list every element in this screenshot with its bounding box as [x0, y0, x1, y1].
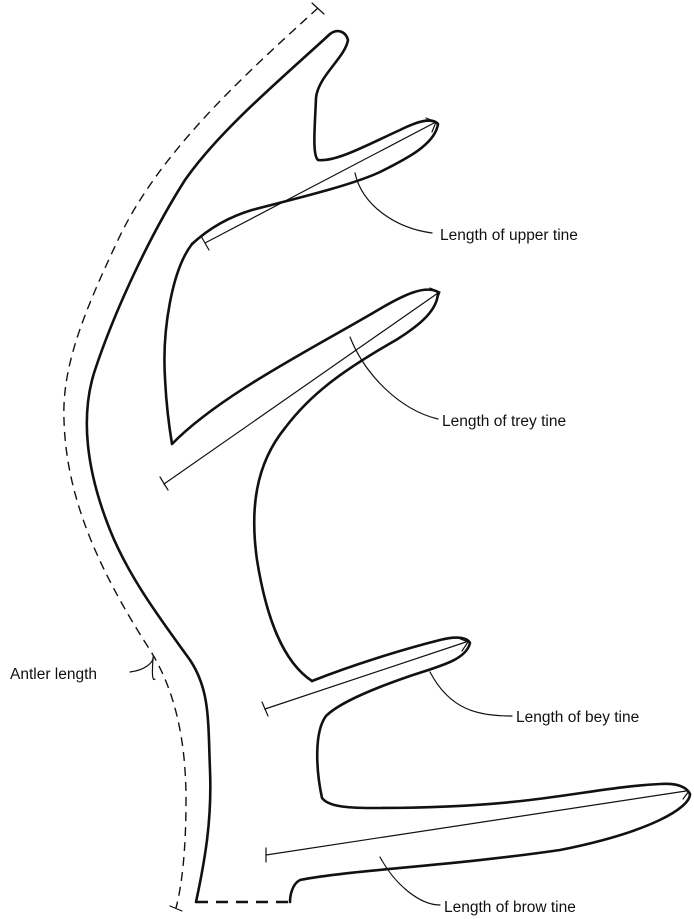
upper-tine-leader — [355, 173, 432, 233]
antler-length-label: Antler length — [10, 666, 97, 683]
trey-tine-outline — [164, 244, 438, 681]
bey-tine-measure-line — [265, 642, 466, 709]
trey-tine-label: Length of trey tine — [442, 413, 566, 430]
bey-tine-outline — [290, 638, 690, 902]
brow-tine-measure-tip — [680, 786, 689, 799]
antler-length-dashed-line — [64, 8, 318, 908]
bey-tine-leader — [430, 672, 512, 716]
upper-tine-label: Length of upper tine — [440, 227, 578, 244]
trey-tine-leader — [350, 337, 438, 419]
bey-tine-measure-base-cap — [262, 702, 268, 716]
upper-tine-measure-line — [205, 123, 434, 243]
brow-tine-label: Length of brow tine — [444, 899, 576, 916]
antler-length-leader — [130, 657, 155, 680]
bey-tine-label: Length of bey tine — [516, 709, 639, 726]
tine-measure-lines — [160, 118, 689, 862]
upper-tine-measure-base-cap — [201, 236, 209, 250]
antler-outline — [87, 31, 690, 902]
upper-tine-outline — [192, 31, 438, 244]
brow-tine-measure-line — [266, 791, 686, 855]
trey-tine-measure-base-cap — [160, 477, 168, 490]
antler-length-measure — [64, 3, 324, 911]
beam-left-edge — [87, 34, 330, 902]
trey-tine-measure-line — [164, 293, 438, 484]
